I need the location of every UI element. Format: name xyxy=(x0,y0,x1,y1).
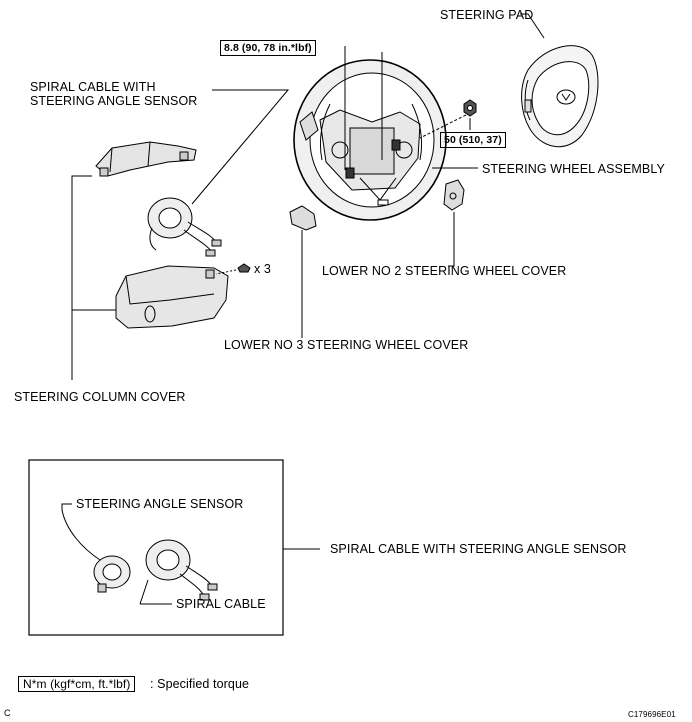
upper-column-cover-illustration xyxy=(95,141,197,177)
steering-pad-label: STEERING PAD xyxy=(440,8,534,22)
spiral-cable-inset-illustration xyxy=(145,539,218,601)
steering-wheel-illustration xyxy=(293,59,447,221)
inset-frame xyxy=(28,459,284,636)
lower-column-cover-illustration xyxy=(115,265,229,329)
nut-leader xyxy=(419,114,467,139)
lower-no2-cover-label: LOWER NO 2 STEERING WHEEL COVER xyxy=(322,264,567,278)
nut-illustration xyxy=(463,99,477,117)
steering-pad-leader xyxy=(520,13,545,39)
spiral-cable-label: SPIRAL CABLE xyxy=(176,597,266,611)
steering-angle-sensor-label: STEERING ANGLE SENSOR xyxy=(76,497,244,511)
lower-no3-cover-illustration xyxy=(289,205,317,231)
corner-letter: C xyxy=(4,708,11,718)
steering-angle-sensor-leader xyxy=(61,503,101,561)
steering-wheel-assembly-label: STEERING WHEEL ASSEMBLY xyxy=(482,162,665,176)
spiral-cable-illustration xyxy=(147,197,222,257)
spiral-cable-leader xyxy=(139,579,172,605)
torque-legend-description: : Specified torque xyxy=(150,677,250,691)
torque-unit-legend-box: N*m (kgf*cm, ft.*lbf) xyxy=(18,676,136,692)
steering-column-cover-label: STEERING COLUMN COVER xyxy=(14,390,186,404)
lower-no2-leader xyxy=(448,212,455,267)
lower-no3-cover-label: LOWER NO 3 STEERING WHEEL COVER xyxy=(224,338,469,352)
screw-illustration xyxy=(237,263,251,273)
spiral-cable-with-sensor-label: SPIRAL CABLE WITH STEERING ANGLE SENSOR xyxy=(330,542,627,556)
spiral-cable-sensor-label-line1: SPIRAL CABLE WITH xyxy=(30,80,156,94)
lower-no2-cover-illustration xyxy=(443,179,465,211)
spiral-cable-sensor-label-line2: STEERING ANGLE SENSOR xyxy=(30,94,198,108)
torque-nut-box: 50 (510, 37) xyxy=(440,132,506,148)
torque-top-box: 8.8 (90, 78 in.*lbf) xyxy=(220,40,316,56)
screw-count-label: x 3 xyxy=(254,262,271,276)
torque-top-leader xyxy=(344,46,383,170)
spiral-cable-sensor-leader xyxy=(191,89,290,205)
steering-angle-sensor-illustration xyxy=(93,555,131,593)
steering-pad-illustration xyxy=(521,45,599,148)
figure-code: C179696E01 xyxy=(628,710,676,719)
column-cover-bracket xyxy=(71,175,116,380)
